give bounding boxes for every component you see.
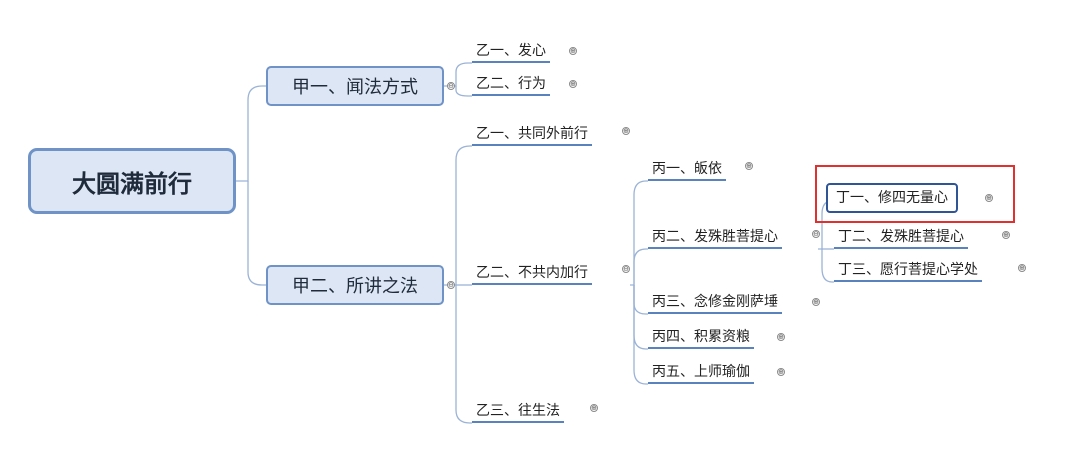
expand-toggle-icon[interactable]: ⊕ (812, 298, 820, 306)
topic-bing4-accumulation[interactable]: 丙四、积累资粮 (648, 327, 754, 349)
expand-toggle-icon[interactable]: ⊕ (569, 47, 577, 55)
topic-yi1-outer-preliminaries[interactable]: 乙一、共同外前行 (472, 124, 592, 146)
root-topic[interactable]: 大圆满前行 (28, 148, 236, 214)
collapse-toggle-icon[interactable]: ⊖ (447, 82, 455, 90)
topic-ding3-precepts[interactable]: 丁三、愿行菩提心学处 (834, 260, 982, 282)
topic-yi2-inner-preliminaries[interactable]: 乙二、不共内加行 (472, 263, 592, 285)
expand-toggle-icon[interactable]: ⊕ (777, 368, 785, 376)
topic-ding2-bodhicitta[interactable]: 丁二、发殊胜菩提心 (834, 227, 968, 249)
expand-toggle-icon[interactable]: ⊕ (745, 162, 753, 170)
topic-bing1-refuge[interactable]: 丙一、皈依 (648, 159, 726, 181)
expand-toggle-icon[interactable]: ⊕ (777, 333, 785, 341)
topic-bing5-guru-yoga[interactable]: 丙五、上师瑜伽 (648, 362, 754, 384)
expand-toggle-icon[interactable]: ⊕ (1002, 231, 1010, 239)
topic-jia1[interactable]: 甲一、闻法方式 (266, 66, 444, 106)
topic-yi2-xing-wei[interactable]: 乙二、行为 (472, 74, 550, 96)
expand-toggle-icon[interactable]: ⊕ (569, 80, 577, 88)
topic-yi3-phowa[interactable]: 乙三、往生法 (472, 401, 564, 423)
topic-ding1-four-immeasurables[interactable]: 丁一、修四无量心 (826, 183, 958, 213)
topic-yi1-fa-xin[interactable]: 乙一、发心 (472, 41, 550, 63)
collapse-toggle-icon[interactable]: ⊖ (447, 281, 455, 289)
selection-highlight-box (815, 165, 1015, 223)
expand-toggle-icon[interactable]: ⊕ (1018, 264, 1026, 272)
topic-bing2-bodhicitta[interactable]: 丙二、发殊胜菩提心 (648, 227, 782, 249)
expand-toggle-icon[interactable]: ⊕ (590, 404, 598, 412)
topic-jia2[interactable]: 甲二、所讲之法 (266, 265, 444, 305)
collapse-toggle-icon[interactable]: ⊖ (812, 230, 820, 238)
expand-toggle-icon[interactable]: ⊕ (622, 127, 630, 135)
collapse-toggle-icon[interactable]: ⊖ (622, 265, 630, 273)
expand-toggle-icon[interactable]: ⊕ (985, 194, 993, 202)
topic-bing3-vajrasattva[interactable]: 丙三、念修金刚萨埵 (648, 292, 782, 314)
